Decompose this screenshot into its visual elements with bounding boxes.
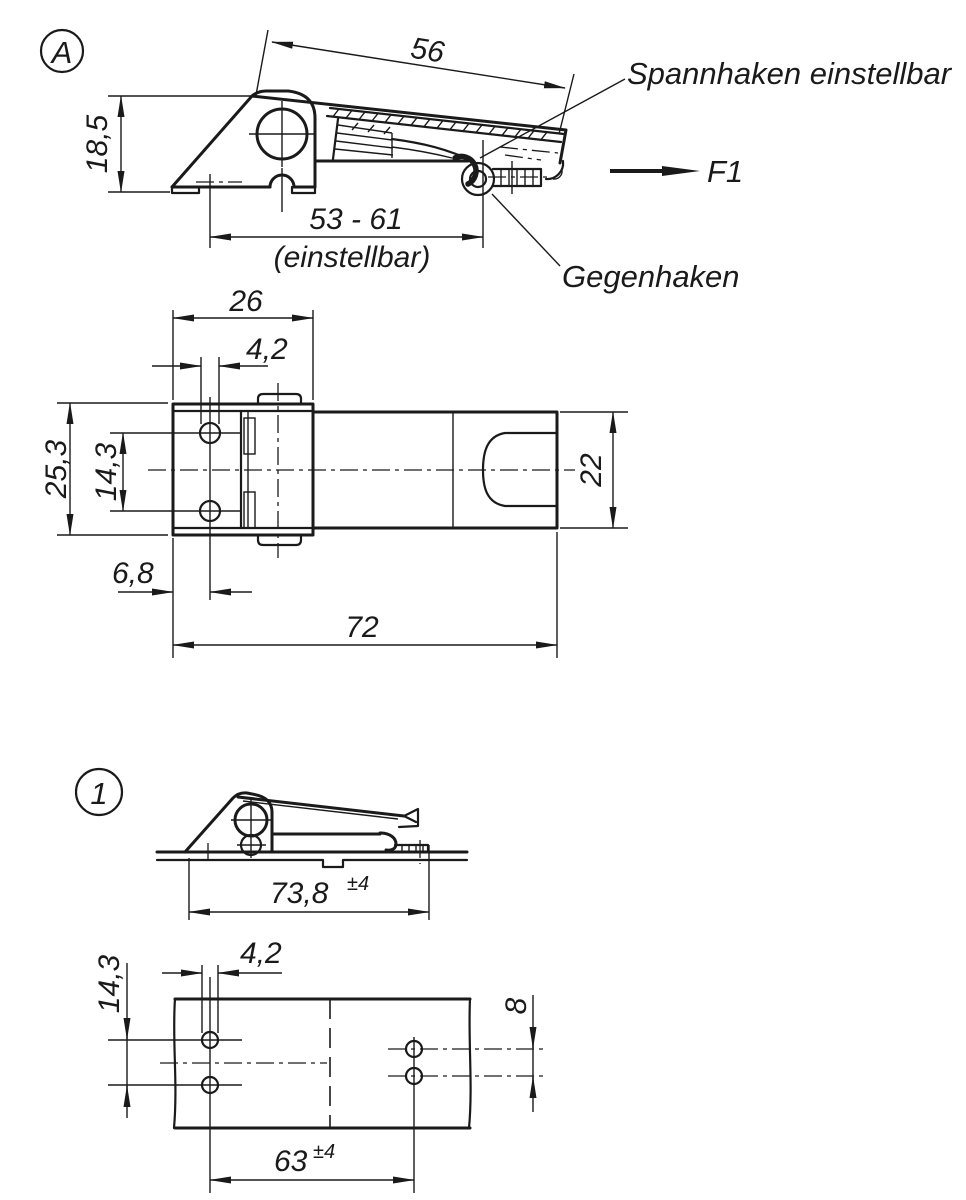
- view-a-label: A: [39, 28, 85, 74]
- hinge-tab-top: [256, 392, 303, 406]
- view-a-label-text: A: [50, 35, 73, 70]
- view-1-dimensions: 73,8 ±4: [188, 845, 430, 920]
- tip-lip-outer: [544, 159, 565, 181]
- dim-mount-hole-distance-tolerance: ±4: [313, 1141, 335, 1163]
- view-top-dimensions: 26 4,2 25,3 14,3 22 6,8: [40, 285, 628, 658]
- view-1-part: [155, 791, 469, 869]
- thread-lines: [334, 124, 394, 158]
- mount-plate-break-right: [467, 997, 472, 1130]
- dim-total-length: 72: [345, 611, 379, 644]
- view-a-annotations: Spannhaken einstellbar F1 Gegenhaken: [479, 56, 953, 294]
- dim-closed-length: 73,8: [270, 877, 329, 910]
- view-a: A: [39, 28, 953, 294]
- spannhaken-label: Spannhaken einstellbar: [627, 56, 953, 91]
- closed-crosshairs: [231, 797, 272, 858]
- tip-hidden-centerlines: [499, 146, 559, 161]
- dim-25-3-extensions: [57, 402, 168, 536]
- force-label: F1: [707, 154, 743, 189]
- closed-lever-tip: [397, 807, 420, 829]
- view-a-part: [170, 89, 568, 212]
- view-mounting-holes: 4,2 14,3 8 63 ±4: [93, 937, 545, 1193]
- thread-hatch: [351, 122, 391, 135]
- closed-hook-curl: [378, 831, 398, 852]
- view-1-closed: 1 73,8 ±4: [74, 767, 469, 920]
- mounting-part: [160, 977, 545, 1193]
- dim-56-extensions: [255, 29, 575, 135]
- hinge-tab-bottom: [256, 533, 303, 547]
- closed-hole-center-ticks: [207, 840, 421, 864]
- view-a-dimensions: 56 18,5 53 - 61 (einstellbar): [81, 29, 575, 274]
- view-1-label-circle: [74, 767, 124, 817]
- hinge-slot-top: [243, 417, 256, 455]
- bracket-plate-outline: [171, 402, 315, 537]
- dim-bracket-width: 26: [228, 285, 263, 318]
- dim-56-line: [271, 41, 566, 89]
- counter-hook-ring-outer: [460, 161, 496, 197]
- view-1-label: 1: [74, 767, 124, 817]
- dim-closed-length-tolerance: ±4: [347, 873, 369, 895]
- bracket-plate-inner-edges: [171, 409, 315, 530]
- counter-hook-ring-inner: [468, 169, 488, 189]
- right-holes-horizontal-centerlines: [388, 1048, 545, 1077]
- lever-top-edge: [250, 94, 568, 165]
- view-1-label-text: 1: [90, 776, 107, 811]
- dim-lever-length: 56: [408, 32, 446, 70]
- bracket-feet: [170, 185, 317, 195]
- dim-mount-hole-diameter: 4,2: [240, 937, 282, 970]
- dim-26-extensions: [172, 310, 314, 400]
- view-top-plan: 26 4,2 25,3 14,3 22 6,8: [40, 285, 628, 658]
- closed-bracket-outline: [183, 791, 274, 854]
- lever-hatch-band-edges: [325, 106, 566, 144]
- view-top-part: [148, 383, 575, 600]
- closed-lever-top: [236, 795, 406, 818]
- spannhaken-leader-line: [479, 78, 626, 159]
- dim-mount-hole-spacing-right: 8: [500, 997, 533, 1014]
- hook-sheet-inner: [391, 146, 453, 159]
- dim-hole-diameter: 4,2: [246, 333, 288, 366]
- dim-14-3-extensions: [110, 432, 242, 512]
- bracket-outline: [170, 89, 317, 189]
- dim-strap-width: 22: [575, 453, 608, 488]
- dim-adjust-note: (einstellbar): [274, 241, 431, 274]
- closed-lever-inner: [242, 800, 399, 820]
- dim-mount-hole-distance: 63: [274, 1145, 308, 1178]
- mount-plate-edges: [173, 997, 472, 1130]
- mount-plate-break-left: [172, 997, 177, 1130]
- tip-lip-inner: [552, 169, 563, 180]
- mounting-dimensions: 4,2 14,3 8 63 ±4: [93, 937, 537, 1184]
- dim-22-extensions: [560, 411, 628, 529]
- view-a-label-circle: [39, 28, 85, 74]
- lever-hatch-ticks: [332, 108, 548, 141]
- gegenhaken-label: Gegenhaken: [562, 259, 740, 294]
- plate-bottom-edge: [155, 858, 469, 869]
- gegenhaken-leader-line: [491, 193, 561, 267]
- dim-bracket-height: 25,3: [40, 439, 73, 499]
- dim-mount-hole-spacing-left: 14,3: [93, 954, 126, 1013]
- dim-hole-spacing: 14,3: [90, 442, 123, 501]
- thread-left-edge: [331, 117, 340, 161]
- dim-adjust-range: 53 - 61: [309, 203, 402, 236]
- hinge-slot-bottom: [243, 491, 256, 529]
- hook-curl: [452, 153, 479, 187]
- hinge-crosshair: [249, 101, 316, 167]
- closed-counter-hook-ticks: [401, 845, 424, 852]
- force-arrow-head: [662, 166, 700, 176]
- dim-hole-offset: 6,8: [112, 557, 154, 590]
- dim-height: 18,5: [81, 114, 114, 173]
